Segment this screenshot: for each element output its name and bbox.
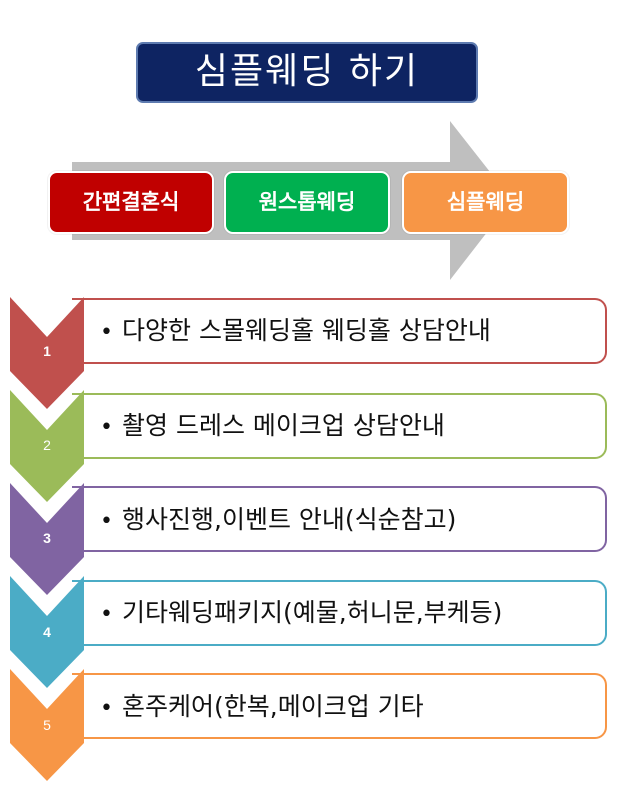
step-item-1: • 다양한 스몰웨딩홀 웨딩홀 상담안내 — [100, 316, 491, 348]
bullet-icon: • — [100, 696, 113, 721]
bullet-icon: • — [100, 320, 113, 345]
stage-one-stop-wedding: 원스톱웨딩 — [224, 171, 390, 234]
bullet-icon: • — [100, 509, 113, 534]
step-label: 촬영 드레스 메이크업 상담안내 — [122, 411, 445, 440]
bullet-icon: • — [100, 415, 113, 440]
step-box-3 — [72, 486, 607, 552]
step-item-3: • 행사진행,이벤트 안내(식순참고) — [100, 505, 456, 537]
step-number: 3 — [43, 530, 51, 546]
chevron-down-icon — [10, 669, 84, 781]
page-title: 심플웨딩 하기 — [136, 42, 478, 103]
step-label: 행사진행,이벤트 안내(식순참고) — [122, 505, 457, 534]
step-label: 기타웨딩패키지(예물,허니문,부케등) — [122, 598, 503, 627]
step-item-4: • 기타웨딩패키지(예물,허니문,부케등) — [100, 598, 502, 630]
chevron-down-icon — [10, 297, 84, 409]
step-box-5 — [72, 673, 607, 739]
stage-simple-ceremony: 간편결혼식 — [48, 171, 214, 234]
process-arrow-icon — [72, 121, 512, 280]
chevron-down-icon — [10, 576, 84, 688]
step-number: 4 — [43, 624, 51, 640]
step-item-2: • 촬영 드레스 메이크업 상담안내 — [100, 411, 445, 443]
bullet-icon: • — [100, 602, 113, 627]
chevron-down-icon — [10, 390, 84, 502]
stage-simple-wedding: 심플웨딩 — [402, 171, 569, 234]
step-box-4 — [72, 580, 607, 646]
step-number: 5 — [43, 717, 51, 733]
step-box-1 — [72, 298, 607, 364]
step-label: 다양한 스몰웨딩홀 웨딩홀 상담안내 — [122, 316, 491, 345]
step-box-2 — [72, 393, 607, 459]
step-number: 1 — [43, 343, 51, 359]
step-item-5: • 혼주케어(한복,메이크업 기타 — [100, 692, 424, 724]
step-number: 2 — [43, 437, 51, 453]
step-label: 혼주케어(한복,메이크업 기타 — [122, 692, 424, 721]
chevron-down-icon — [10, 483, 84, 595]
